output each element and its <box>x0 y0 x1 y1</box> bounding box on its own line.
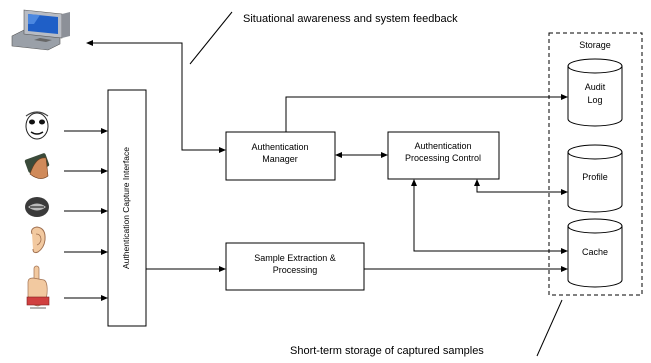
computer-monitor-icon <box>11 9 70 51</box>
finger-icon <box>26 265 50 309</box>
profile-cylinder <box>567 144 623 213</box>
input-arrows <box>64 128 108 301</box>
lips-icon <box>25 197 49 217</box>
storage-container <box>548 32 643 296</box>
control-profile-arrow <box>474 179 568 195</box>
manager-to-monitor-arrow <box>86 40 226 153</box>
capture-interface-label: Authentication Capture Interface <box>121 147 131 269</box>
control-cache-arrow <box>411 179 568 254</box>
hand-icon <box>24 153 50 179</box>
short-term-annotation: Short-term storage of captured samples <box>290 345 484 357</box>
sample-extraction-label-line1: Sample Extraction & <box>254 253 336 263</box>
profile-label: Profile <box>582 172 608 182</box>
short-term-callout-line <box>536 299 563 357</box>
sample-extraction-box <box>225 242 365 291</box>
interface-to-sample-extraction-arrow <box>146 266 226 272</box>
manager-control-bidirectional-arrow <box>335 152 388 158</box>
audit-log-label-line2: Log <box>587 95 602 105</box>
sample-extraction-to-cache-arrow <box>364 266 568 272</box>
capture-interface-box <box>107 89 147 327</box>
processing-control-label-line1: Authentication <box>414 141 471 151</box>
audit-log-cylinder <box>567 58 623 127</box>
processing-control-box <box>387 131 500 180</box>
cache-cylinder <box>567 218 623 288</box>
cache-label: Cache <box>582 247 608 257</box>
ear-icon <box>31 226 46 254</box>
feedback-annotation: Situational awareness and system feedbac… <box>243 13 458 25</box>
feedback-callout-line <box>189 11 233 65</box>
face-icon <box>25 111 49 140</box>
manager-to-audit-log-arrow <box>285 94 568 132</box>
audit-log-label-line1: Audit <box>585 82 606 92</box>
processing-control-label-line2: Processing Control <box>405 153 481 163</box>
authentication-manager-box <box>225 131 336 181</box>
manager-label-line2: Manager <box>262 154 298 164</box>
storage-title: Storage <box>579 40 611 50</box>
manager-label-line1: Authentication <box>251 142 308 152</box>
sample-extraction-label-line2: Processing <box>273 265 318 275</box>
